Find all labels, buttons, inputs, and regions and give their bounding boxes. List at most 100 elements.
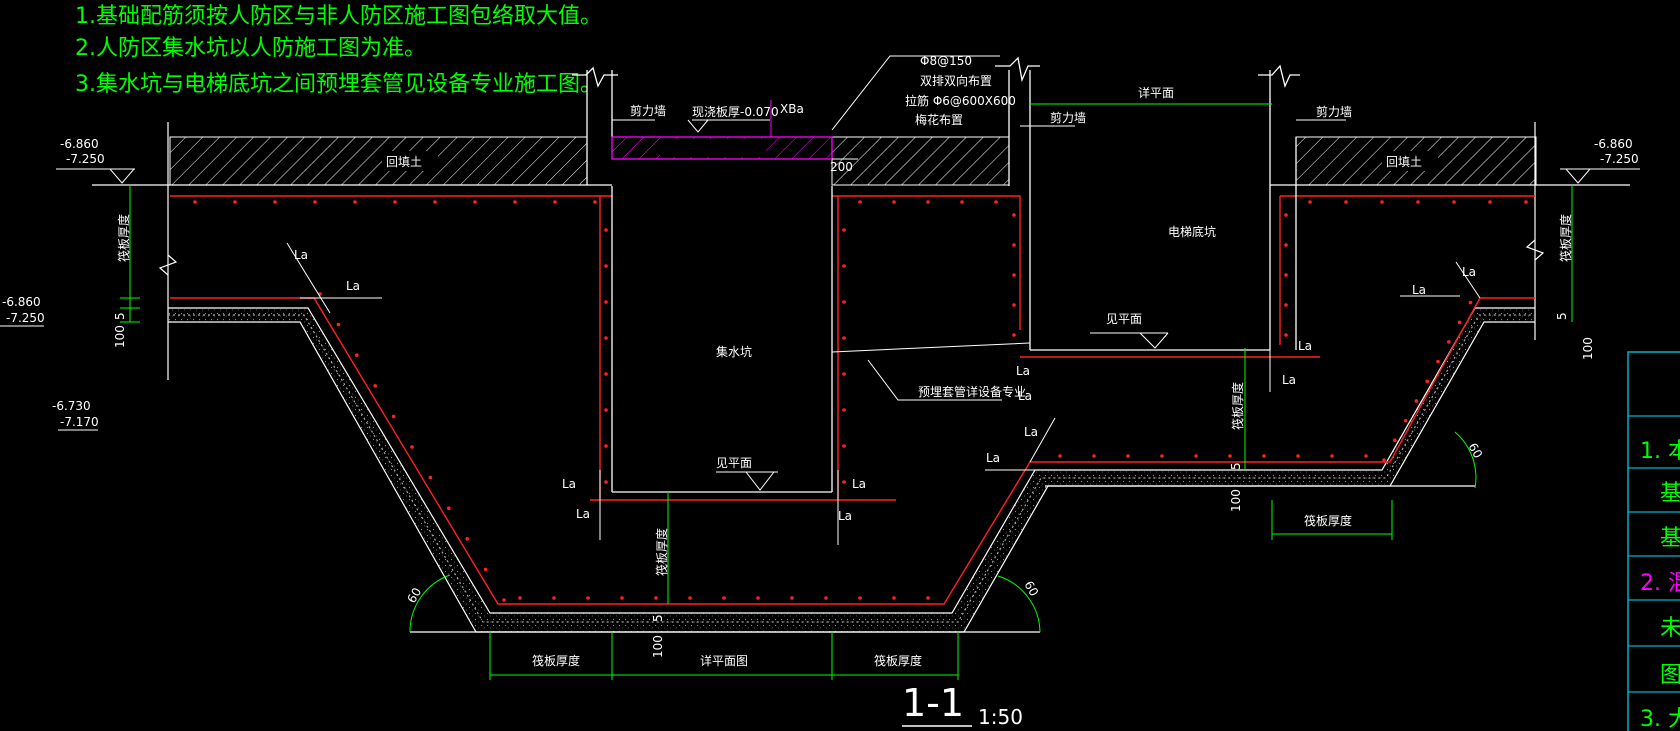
- base-line: [410, 485, 1475, 633]
- svg-text:筏板厚度: 筏板厚度: [1558, 214, 1573, 262]
- backfill-left-hatch: [169, 136, 588, 186]
- svg-text:筏板厚度: 筏板厚度: [1230, 382, 1245, 430]
- section-title-text: 1-1: [902, 681, 964, 725]
- elevator-pit-label: 电梯底坑: [1168, 224, 1216, 239]
- svg-text:筏板厚度: 筏板厚度: [874, 653, 922, 668]
- svg-text:见平面: 见平面: [716, 456, 752, 470]
- svg-text:100: 100: [1229, 489, 1243, 512]
- elev-left-low-2: -7.170: [60, 415, 99, 429]
- shear-wall-2: 剪力墙: [1050, 110, 1086, 125]
- elev-left-top-2: -7.250: [66, 152, 105, 166]
- rebar: [170, 195, 1535, 605]
- elevation-right: -6.860 -7.250: [1560, 137, 1640, 184]
- detail-plan-label: 详平面: [1138, 85, 1174, 100]
- svg-text:60: 60: [1465, 441, 1485, 461]
- svg-text:100: 100: [1581, 337, 1595, 360]
- svg-text:La: La: [986, 451, 1000, 465]
- section-title: 1-1 1:50: [902, 681, 1023, 729]
- side-row-5: 未: [1660, 616, 1680, 641]
- elevation-left-top: -6.860 -7.250: [56, 137, 135, 184]
- general-notes: 1.基础配筋须按人防区与非人防区施工图包络取大值。 2.人防区集水坑以人防施工图…: [75, 4, 602, 97]
- svg-text:La: La: [1462, 265, 1476, 279]
- svg-text:筏板厚度: 筏板厚度: [532, 653, 580, 668]
- elev-right-1: -6.860: [1594, 137, 1633, 151]
- svg-text:La: La: [1018, 389, 1032, 403]
- svg-text:筏板厚度: 筏板厚度: [654, 528, 669, 576]
- backfill-right-label: 回填土: [1386, 155, 1422, 169]
- cover-slab: [611, 100, 833, 160]
- note-1: 1.基础配筋须按人防区与非人防区施工图包络取大值。: [75, 4, 602, 29]
- gravel-bedding: [168, 308, 1535, 632]
- side-row-4: 2. 混凝: [1640, 571, 1680, 596]
- detail-plan-dim: 详平面: [1030, 85, 1272, 105]
- svg-text:La: La: [852, 477, 866, 491]
- side-table: 1. 本 基 基 2. 混凝 未 图 3. 大开: [1627, 351, 1680, 731]
- backfill-left-label: 回填土: [386, 155, 422, 169]
- shear-wall-1: 剪力墙: [630, 103, 666, 118]
- side-row-7: 3. 大开: [1640, 707, 1680, 731]
- rebar-note-1: Φ8@150: [920, 54, 972, 68]
- svg-text:100: 100: [113, 325, 127, 348]
- section-scale: 1:50: [978, 705, 1023, 729]
- bottom-dim-labels: 筏板厚度 详平面图 筏板厚度 筏板厚度: [532, 513, 1352, 668]
- angle-labels: 60 60 60: [404, 441, 1485, 606]
- svg-text:La: La: [346, 279, 360, 293]
- see-plan-1: 见平面: [716, 456, 778, 491]
- svg-text:La: La: [838, 509, 852, 523]
- svg-text:La: La: [1024, 425, 1038, 439]
- dimension-lines: [120, 185, 1573, 680]
- la-leaders: [286, 242, 1481, 545]
- svg-text:La: La: [562, 477, 576, 491]
- rebar-dots: [193, 200, 1528, 602]
- elev-left-mid-2: -7.250: [6, 311, 45, 325]
- svg-text:60: 60: [404, 585, 424, 605]
- elevator-pit: [995, 56, 1300, 351]
- sump-label: 集水坑: [716, 344, 752, 359]
- side-row-2: 基: [1660, 481, 1680, 506]
- svg-text:5: 5: [1229, 462, 1243, 470]
- svg-text:La: La: [576, 507, 590, 521]
- elev-left-low-1: -6.730: [52, 399, 91, 413]
- elev-left-top-1: -6.860: [60, 137, 99, 151]
- side-row-1: 1. 本: [1640, 439, 1680, 464]
- shear-wall-3: 剪力墙: [1316, 104, 1352, 119]
- rebar-note-2: 双排双向布置: [920, 73, 992, 88]
- rebar-note-4: 梅花布置: [915, 112, 963, 127]
- svg-text:La: La: [294, 248, 308, 262]
- svg-text:100: 100: [651, 635, 665, 658]
- svg-text:60: 60: [1021, 579, 1041, 599]
- svg-text:见平面: 见平面: [1106, 312, 1142, 326]
- svg-text:筏板厚度: 筏板厚度: [116, 214, 131, 262]
- angle-arcs: [409, 431, 1477, 633]
- sump-pit: [572, 66, 833, 493]
- backfill-mid-hatch: [831, 136, 1010, 186]
- la-labels: La La La La La La La La La La La La La L…: [294, 248, 1476, 523]
- sleeve-note: 预埋套管详设备专业: [918, 384, 1026, 399]
- elev-left-mid-1: -6.860: [2, 295, 41, 309]
- backfill-hatch: 回填土 回填土: [169, 136, 1537, 186]
- side-row-3: 基: [1660, 526, 1680, 551]
- svg-text:5: 5: [113, 312, 127, 320]
- rebar-callout: Φ8@150 双排双向布置 拉筋 Φ6@600X600 梅花布置: [831, 54, 1016, 131]
- rebar-note-3: 拉筋 Φ6@600X600: [905, 93, 1016, 108]
- svg-text:5: 5: [1555, 312, 1569, 320]
- elevation-left-low: -6.730 -7.170: [52, 399, 99, 431]
- svg-text:5: 5: [651, 614, 665, 622]
- vertical-dim-texts: 筏板厚度 5 100 筏板厚度 5 100 筏板厚度 5 100 筏板厚度 5 …: [113, 214, 1595, 658]
- svg-text:La: La: [1016, 364, 1030, 378]
- side-row-6: 图: [1660, 663, 1680, 688]
- slab-code: XBa: [780, 102, 804, 116]
- svg-text:La: La: [1412, 283, 1426, 297]
- svg-text:详平面图: 详平面图: [700, 653, 748, 668]
- ground-lines: [92, 122, 1630, 380]
- svg-text:La: La: [1298, 339, 1312, 353]
- svg-text:La: La: [1282, 373, 1296, 387]
- slab-note: 现浇板厚-0.070: [692, 105, 779, 119]
- sleeve-pipe: [831, 342, 1031, 401]
- elev-right-2: -7.250: [1600, 152, 1639, 166]
- dim-200: 200: [830, 160, 853, 174]
- see-plan-2: 见平面: [1090, 312, 1169, 349]
- note-3: 3.集水坑与电梯底坑之间预埋套管见设备专业施工图。: [75, 72, 602, 97]
- elevation-left-mid: -6.860 -7.250: [0, 295, 45, 327]
